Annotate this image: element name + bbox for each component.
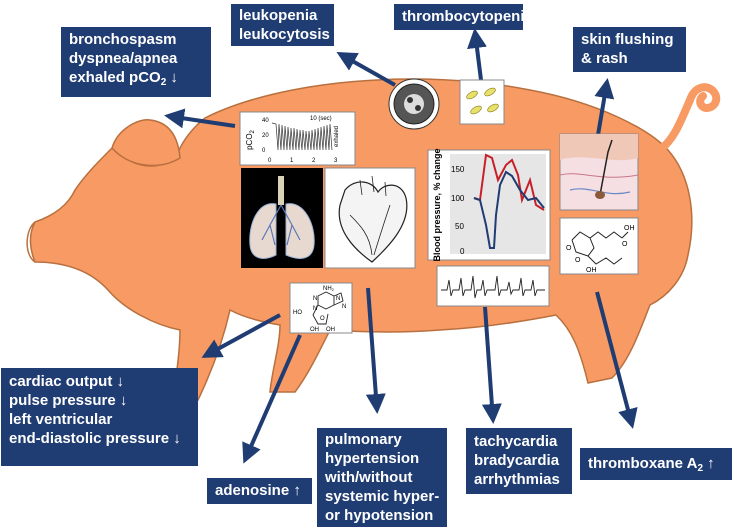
pco2-panel: pCO2 40 20 0 10 (sec) exhaled 0 1 2 3 <box>239 111 356 166</box>
leukocyte-panel <box>388 78 440 130</box>
adenosine-o: O <box>320 316 325 322</box>
adenosine-n-4: N <box>342 304 346 310</box>
label-thromboxane: thromboxane A2 ↑ <box>588 455 715 474</box>
box-skin: skin flushing & rash <box>573 27 686 72</box>
label-skin-flushing: skin flushing <box>581 31 674 48</box>
lungs-panel <box>241 168 323 268</box>
label-pulse-pressure: pulse pressure ↓ <box>9 392 128 409</box>
pco2-ytick-top: 40 <box>262 118 269 124</box>
pco2-xtick-2: 2 <box>312 158 316 164</box>
label-systemic-hyper: systemic hyper- <box>325 488 440 505</box>
label-hypotension: or hypotension <box>325 507 434 524</box>
arrow-thromboxane <box>595 291 638 429</box>
adenosine-oh-2: OH <box>326 327 335 333</box>
label-adenosine: adenosine ↑ <box>215 482 301 499</box>
thromboxane-o-3: O <box>575 257 581 264</box>
pco2-trace <box>271 122 333 151</box>
bp-ylabel: Blood pressure, % change <box>432 148 442 261</box>
bp-series-blue <box>473 170 545 249</box>
label-with-without: with/without <box>325 469 413 486</box>
adenosine-panel: NH2 N N N N O HO OH OH <box>289 282 353 334</box>
label-bronchospasm: bronchospasm <box>69 31 177 48</box>
adenosine-oh-1: OH <box>310 327 319 333</box>
box-platelets: thrombocytopenia <box>394 4 533 30</box>
pco2-ylabel: pCO2 <box>245 129 256 149</box>
label-thrombocytopenia: thrombocytopenia <box>402 8 533 25</box>
arrow-wbc <box>336 52 396 87</box>
arrow-skin <box>594 78 615 136</box>
box-leukocytes: leukopenia leukocytosis <box>231 4 334 46</box>
adenosine-nh2: NH2 <box>323 286 335 292</box>
thromboxane-o-2: O <box>566 245 572 252</box>
label-hypertension: hypertension <box>325 450 420 467</box>
bp-panel: Blood pressure, % change 150 100 50 0 <box>427 148 551 262</box>
label-cardiac-output: cardiac output ↓ <box>9 373 125 390</box>
thromboxane-oh-bottom: OH <box>586 267 597 274</box>
bp-ytick-0: 0 <box>460 247 465 256</box>
box-respiratory: bronchospasm dyspnea/apnea exhaled pCO2 … <box>61 27 211 97</box>
thromboxane-panel: OH O O O OH <box>559 217 639 275</box>
label-arrhythmias: arrhythmias <box>474 471 560 488</box>
label-left-ventricular: left ventricular <box>9 411 113 428</box>
arrow-pulmonary <box>365 287 386 414</box>
bp-ytick-100: 100 <box>451 194 465 203</box>
heart-panel <box>324 167 416 269</box>
box-cardiac: cardiac output ↓ pulse pressure ↓ left v… <box>1 368 198 466</box>
pco2-ytick-bottom: 0 <box>262 148 266 154</box>
arrow-lungs <box>164 108 236 129</box>
box-adenosine: adenosine ↑ <box>207 478 312 504</box>
label-rash: & rash <box>581 50 628 67</box>
label-leukopenia: leukopenia <box>239 7 318 24</box>
arrow-rhythm <box>481 306 502 424</box>
label-tachycardia: tachycardia <box>474 433 558 450</box>
label-dyspnea: dyspnea/apnea <box>69 50 178 67</box>
arrow-adenosine <box>242 334 302 464</box>
adenosine-ho: HO <box>293 310 302 316</box>
thromboxane-oh-top: OH <box>624 225 635 232</box>
platelet-panel <box>459 79 505 125</box>
label-exhaled-pco2: exhaled pCO2 ↓ <box>69 69 178 88</box>
label-pulmonary: pulmonary <box>325 431 402 448</box>
box-pulmonary: pulmonary hypertension with/without syst… <box>317 428 447 527</box>
label-end-diastolic: end-diastolic pressure ↓ <box>9 430 181 447</box>
thromboxane-o-1: O <box>622 241 628 248</box>
bp-series-red <box>473 153 545 211</box>
pco2-xtick-0: 0 <box>268 158 272 164</box>
adenosine-n-1: N <box>313 296 317 302</box>
pco2-ytick-mid: 20 <box>262 133 269 139</box>
label-bradycardia: bradycardia <box>474 452 560 469</box>
pco2-trace-label: exhaled <box>334 126 340 147</box>
arrow-cardiac <box>201 313 281 358</box>
box-thromboxane: thromboxane A2 ↑ <box>580 448 732 480</box>
adenosine-n-2: N <box>336 296 340 302</box>
bp-ytick-50: 50 <box>455 222 464 231</box>
label-leukocytosis: leukocytosis <box>239 26 330 43</box>
ecg-panel <box>436 265 550 307</box>
skin-panel <box>559 133 639 211</box>
arrow-platelets <box>467 28 487 81</box>
pco2-xtick-3: 3 <box>334 158 338 164</box>
box-rhythm: tachycardia bradycardia arrhythmias <box>466 428 572 494</box>
arrows <box>164 28 638 464</box>
adenosine-n-3: N <box>313 306 317 312</box>
pco2-xtick-1: 1 <box>290 158 294 164</box>
pco2-time-label: 10 (sec) <box>310 116 332 122</box>
bp-ytick-150: 150 <box>451 165 465 174</box>
